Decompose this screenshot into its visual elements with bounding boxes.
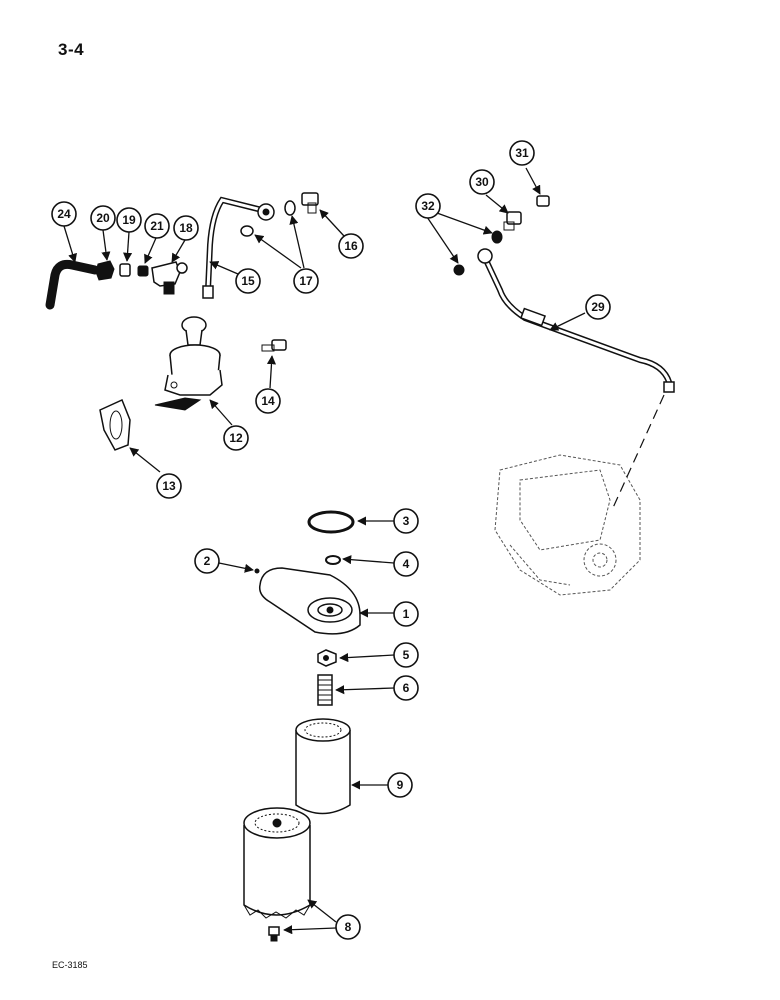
- callout-label-15: 15: [241, 274, 255, 288]
- page-number: 3-4: [58, 40, 85, 59]
- callout-label-1: 1: [403, 607, 410, 621]
- drain-plug-part-8: [268, 926, 280, 942]
- callout-label-19: 19: [122, 213, 136, 227]
- callout-8: 8: [335, 914, 361, 940]
- nut-part-5: [317, 649, 337, 667]
- callout-4: 4: [393, 551, 419, 577]
- callout-16: 16: [338, 233, 364, 259]
- screw-part-31: [536, 195, 550, 207]
- filter-element-part-9: [295, 718, 351, 815]
- callout-label-6: 6: [403, 681, 410, 695]
- plug-part-2: [254, 568, 260, 574]
- callout-label-32: 32: [421, 199, 435, 213]
- callout-label-21: 21: [150, 219, 164, 233]
- callout-label-13: 13: [162, 479, 176, 493]
- callout-label-4: 4: [403, 557, 410, 571]
- callout-label-17: 17: [299, 274, 313, 288]
- callout-12: 12: [223, 425, 249, 451]
- callout-label-9: 9: [397, 778, 404, 792]
- callout-label-12: 12: [229, 431, 243, 445]
- callout-29: 29: [585, 294, 611, 320]
- callout-18: 18: [173, 215, 199, 241]
- ferrule-part-21: [137, 265, 149, 277]
- callout-15: 15: [235, 268, 261, 294]
- callout-label-29: 29: [591, 300, 605, 314]
- callout-24: 24: [51, 201, 77, 227]
- callout-label-14: 14: [261, 394, 275, 408]
- fuel-line-part-15: [202, 196, 275, 299]
- injection-pump-ghost: [494, 454, 641, 596]
- callout-30: 30: [469, 169, 495, 195]
- figure-code: EC-3185: [52, 960, 88, 970]
- fuel-pump-part-12: [154, 316, 223, 411]
- banjo-fitting-part-18: [151, 261, 188, 295]
- o-ring-part-3: [307, 510, 355, 534]
- callout-6: 6: [393, 675, 419, 701]
- callout-label-30: 30: [475, 175, 489, 189]
- callout-label-2: 2: [204, 554, 211, 568]
- assembly-leader-line: [611, 394, 665, 511]
- callout-17: 17: [293, 268, 319, 294]
- nut-part-20: [95, 260, 115, 281]
- callout-label-18: 18: [179, 221, 193, 235]
- hose-part: [45, 260, 100, 310]
- callout-32: 32: [415, 193, 441, 219]
- callout-19: 19: [116, 207, 142, 233]
- callout-9: 9: [387, 772, 413, 798]
- callout-14: 14: [255, 388, 281, 414]
- filter-element-part-8: [243, 807, 311, 919]
- callout-label-8: 8: [345, 920, 352, 934]
- washers-part-17: [240, 200, 296, 237]
- callout-2: 2: [194, 548, 220, 574]
- callout-label-5: 5: [403, 648, 410, 662]
- callout-21: 21: [144, 213, 170, 239]
- callout-label-24: 24: [57, 207, 71, 221]
- nuts-part-32: [453, 230, 503, 276]
- screw-part-14: [261, 339, 287, 352]
- stud-part-6: [317, 674, 333, 706]
- callout-label-3: 3: [403, 514, 410, 528]
- bolt-part-16: [301, 192, 319, 214]
- callout-31: 31: [509, 140, 535, 166]
- injection-line-part-29: [477, 248, 675, 393]
- callout-13: 13: [156, 473, 182, 499]
- sleeve-part-19: [119, 263, 131, 277]
- o-ring-part-4: [325, 555, 341, 565]
- bolt-part-30: [503, 211, 522, 231]
- callout-label-16: 16: [344, 239, 358, 253]
- leader-lines: [63, 167, 586, 935]
- gasket-part-13: [99, 398, 131, 451]
- callout-label-20: 20: [96, 211, 110, 225]
- callout-20: 20: [90, 205, 116, 231]
- callout-5: 5: [393, 642, 419, 668]
- callout-3: 3: [393, 508, 419, 534]
- callout-label-31: 31: [515, 146, 529, 160]
- callout-1: 1: [393, 601, 419, 627]
- filter-head-part-1: [258, 567, 361, 635]
